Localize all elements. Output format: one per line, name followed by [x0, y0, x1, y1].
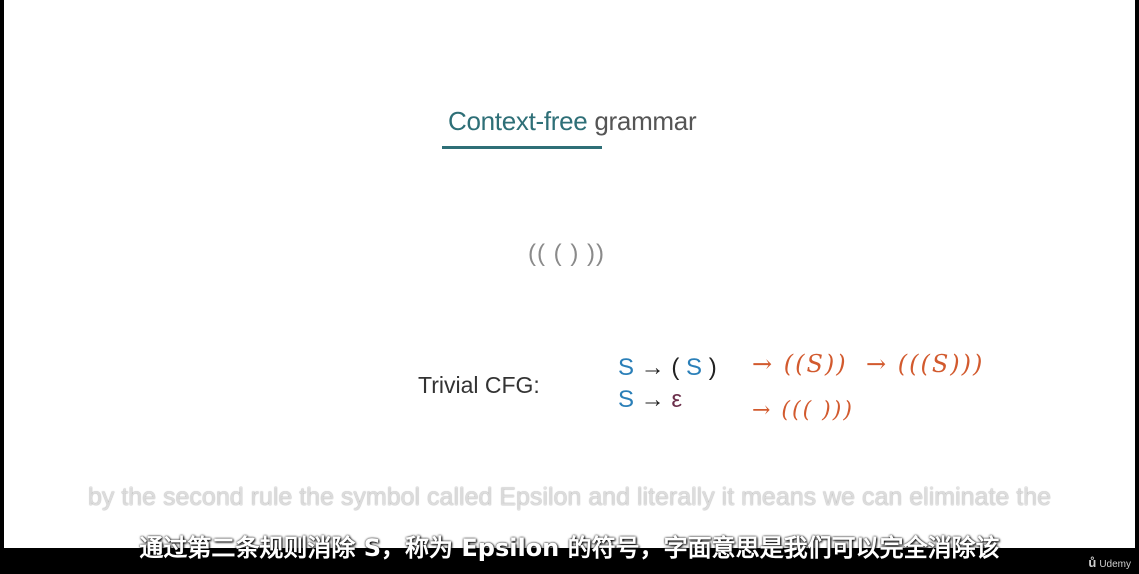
rule-open-paren: (	[671, 354, 687, 381]
slide-title: Context-free grammar	[448, 106, 697, 137]
title-underline	[442, 146, 602, 149]
watermark-text: Udemy	[1099, 559, 1131, 570]
subtitle-chinese: 通过第二条规则消除 S，称为 Epsilon 的符号，字面意思是我们可以完全消除…	[139, 534, 1000, 562]
title-accent: Context-free	[448, 106, 588, 136]
udemy-logo-icon: ů	[1088, 555, 1097, 570]
rule-close-paren: )	[702, 354, 717, 381]
rule-lhs: S	[618, 354, 635, 381]
rule-arrow: →	[634, 386, 672, 413]
rule-arrow: →	[634, 354, 672, 381]
rule-rhs-symbol: S	[686, 354, 703, 381]
production-rule-1: S → ( S )	[618, 354, 717, 382]
handwritten-derivation-1: → ((S))	[752, 350, 848, 378]
lecture-slide: Context-free grammar (( ( ) )) Trivial C…	[4, 0, 1135, 548]
handwritten-derivation-2: → (((S)))	[866, 350, 985, 378]
production-rule-2: S → ε	[618, 386, 682, 414]
title-rest: grammar	[587, 106, 697, 136]
rule-lhs: S	[618, 386, 635, 413]
cfg-label: Trivial CFG:	[418, 372, 540, 398]
parentheses-example: (( ( ) ))	[528, 240, 605, 267]
subtitle-english: by the second rule the symbol called Eps…	[87, 483, 1051, 511]
rule-epsilon: ε	[671, 386, 683, 413]
handwritten-derivation-3: → ((( )))	[752, 398, 854, 423]
